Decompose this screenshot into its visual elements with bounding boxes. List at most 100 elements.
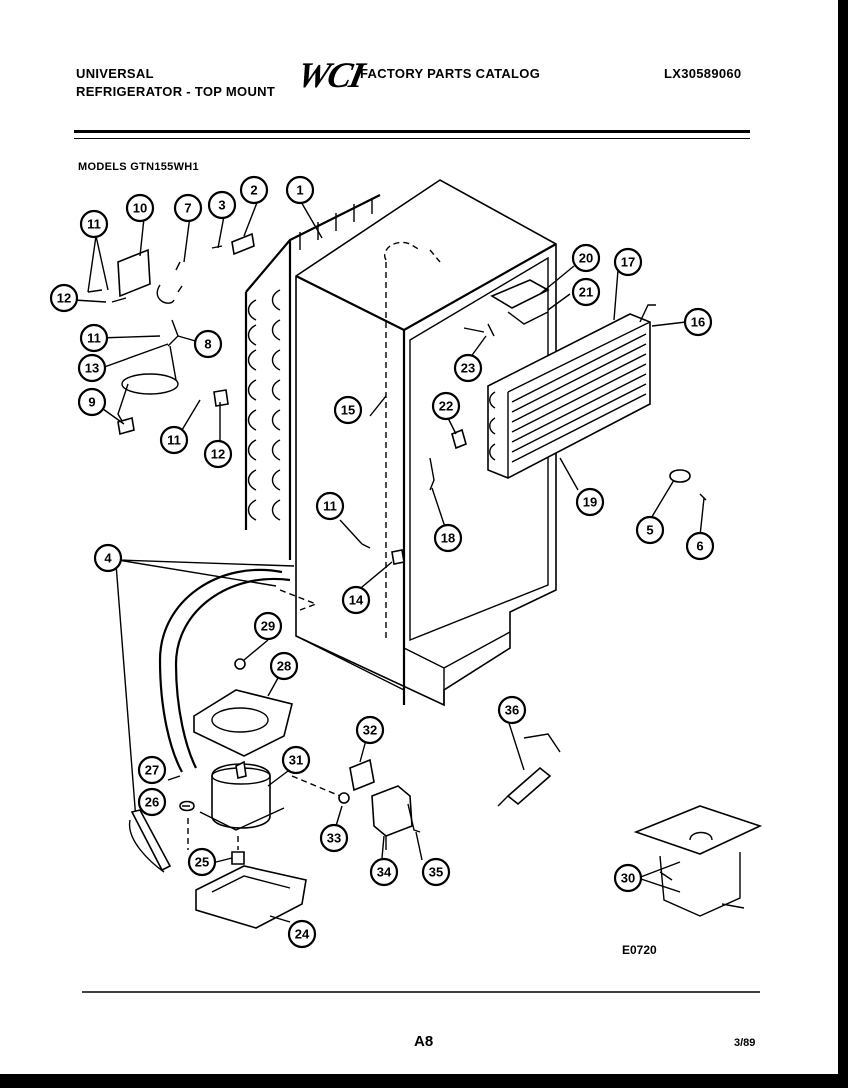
- callout-11-top: 11: [79, 209, 109, 239]
- svg-text:3: 3: [218, 198, 225, 213]
- scan-border-bottom: [0, 1074, 848, 1088]
- svg-text:14: 14: [349, 593, 364, 608]
- svg-text:7: 7: [184, 201, 191, 216]
- callout-12-left: 12: [49, 283, 79, 313]
- relay-2: [231, 232, 255, 256]
- svg-text:6: 6: [696, 539, 703, 554]
- svg-text:11: 11: [87, 331, 101, 346]
- callout-32: 32: [355, 715, 385, 745]
- brand-line-1: UNIVERSAL: [76, 66, 154, 81]
- sensor-14: [391, 549, 405, 565]
- compressor: [199, 760, 285, 831]
- callout-20: 20: [571, 243, 601, 273]
- svg-text:32: 32: [363, 723, 377, 738]
- callout-36: 36: [497, 695, 527, 725]
- svg-text:28: 28: [277, 659, 291, 674]
- switch-22: [451, 428, 467, 450]
- defrost-heater: [497, 733, 561, 807]
- compressor-base: [195, 865, 307, 929]
- callout-13: 13: [77, 353, 107, 383]
- catalog-title: FACTORY PARTS CATALOG: [360, 66, 541, 81]
- svg-text:29: 29: [261, 619, 275, 634]
- callout-14: 14: [341, 585, 371, 615]
- page-number: A8: [414, 1033, 433, 1050]
- svg-text:5: 5: [646, 523, 653, 538]
- relay-32: [349, 758, 375, 792]
- clamp-12: [213, 389, 229, 407]
- callout-26: 26: [137, 787, 167, 817]
- callout-16: 16: [683, 307, 713, 337]
- svg-text:15: 15: [341, 403, 355, 418]
- svg-text:27: 27: [145, 763, 159, 778]
- catalog-number: LX30589060: [664, 66, 742, 81]
- callout-31: 31: [281, 745, 311, 775]
- svg-text:31: 31: [289, 753, 303, 768]
- power-cord-9: [121, 373, 179, 395]
- condenser-fan: [633, 805, 763, 917]
- svg-text:33: 33: [327, 831, 341, 846]
- svg-text:11: 11: [167, 433, 181, 448]
- svg-text:20: 20: [579, 251, 593, 266]
- bracket-10: [117, 248, 151, 298]
- callout-11-lower: 11: [159, 425, 189, 455]
- svg-text:17: 17: [621, 255, 635, 270]
- refrigerator-cabinet: [295, 179, 557, 707]
- callout-12-lower: 12: [203, 439, 233, 469]
- svg-text:35: 35: [429, 865, 443, 880]
- callout-29: 29: [253, 611, 283, 641]
- svg-text:8: 8: [204, 337, 211, 352]
- leader-lines: [73, 199, 705, 923]
- evaporator: [487, 304, 656, 479]
- svg-text:19: 19: [583, 495, 597, 510]
- svg-text:34: 34: [377, 865, 392, 880]
- callout-28: 28: [269, 651, 299, 681]
- callout-2: 2: [239, 175, 269, 205]
- capillary-tube: [115, 563, 165, 873]
- svg-text:24: 24: [295, 927, 310, 942]
- condenser-coil: [244, 194, 381, 560]
- brand-line-2: REFRIGERATOR - TOP MOUNT: [76, 84, 276, 99]
- svg-text:26: 26: [145, 795, 159, 810]
- figure-code: E0720: [622, 943, 657, 957]
- callout-35: 35: [421, 857, 451, 887]
- footer-date: 3/89: [734, 1037, 755, 1049]
- header-rule-thin: [74, 138, 750, 139]
- svg-text:2: 2: [250, 183, 257, 198]
- svg-text:9: 9: [88, 395, 95, 410]
- callout-5: 5: [635, 515, 665, 545]
- callout-15: 15: [333, 395, 363, 425]
- svg-text:22: 22: [439, 399, 453, 414]
- callout-34: 34: [369, 857, 399, 887]
- spacer-25: [231, 851, 245, 865]
- svg-text:12: 12: [57, 291, 71, 306]
- svg-text:11: 11: [323, 499, 337, 514]
- header-rule-thick: [74, 130, 750, 133]
- svg-text:36: 36: [505, 703, 519, 718]
- svg-text:4: 4: [104, 551, 112, 566]
- control-housing: [490, 279, 550, 309]
- scan-border-right: [838, 0, 848, 1088]
- callout-9: 9: [77, 387, 107, 417]
- svg-text:11: 11: [87, 217, 101, 232]
- callout-25: 25: [187, 847, 217, 877]
- drain-hose: [158, 568, 291, 773]
- callout-27: 27: [137, 755, 167, 785]
- svg-text:18: 18: [441, 531, 455, 546]
- svg-text:21: 21: [579, 285, 593, 300]
- callout-6: 6: [685, 531, 715, 561]
- svg-text:30: 30: [621, 871, 635, 886]
- svg-text:12: 12: [211, 447, 225, 462]
- callout-3: 3: [207, 190, 237, 220]
- cord-plug: [117, 416, 135, 436]
- callout-22: 22: [431, 391, 461, 421]
- callout-18: 18: [433, 523, 463, 553]
- drain-pan: [193, 658, 293, 757]
- svg-text:16: 16: [691, 315, 705, 330]
- callout-24: 24: [287, 919, 317, 949]
- callout-1: 1: [285, 175, 315, 205]
- callout-11-left: 11: [79, 323, 109, 353]
- svg-text:1: 1: [296, 183, 303, 198]
- clip-5: [669, 469, 691, 483]
- callout-33: 33: [319, 823, 349, 853]
